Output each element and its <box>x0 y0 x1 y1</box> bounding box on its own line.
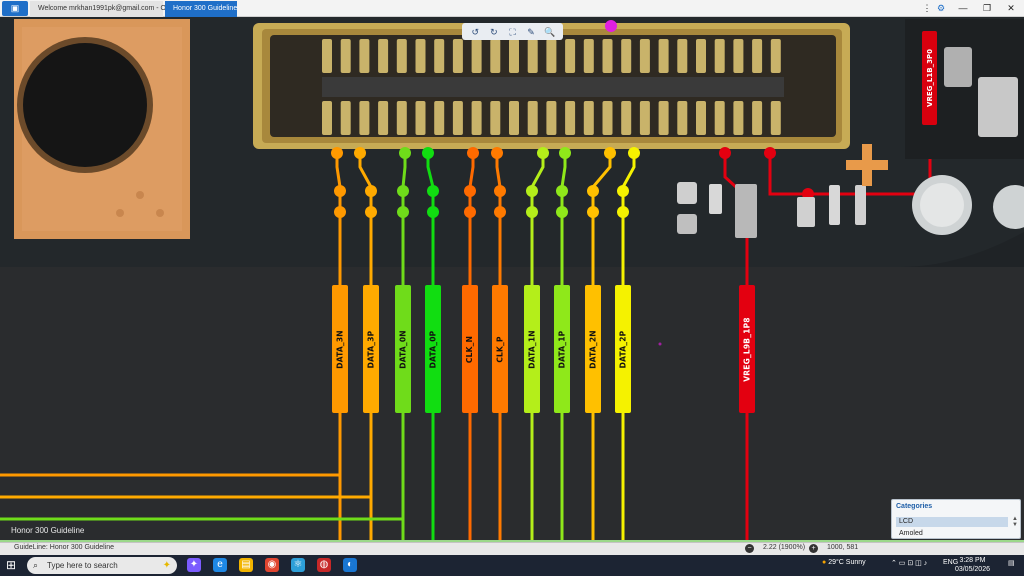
language-indicator[interactable]: ENG <box>943 559 959 566</box>
signal-label-data-0p[interactable]: DATA_0P <box>425 285 441 413</box>
signal-label-text: DATA_0P <box>428 330 438 368</box>
zoom-out-button[interactable]: − <box>745 544 754 553</box>
view-toolbar: ↺ ↻ ⛶ ✎ 🔍 <box>462 23 563 40</box>
fit-screen-icon[interactable]: ⛶ <box>509 26 516 37</box>
status-bar: GuideLine: Honor 300 Guideline − 2.22 (1… <box>0 542 1024 555</box>
signal-label-text: CLK_P <box>495 335 505 363</box>
signal-label-text: DATA_3N <box>335 329 345 369</box>
title-bar: ▣ Welcome mrkhan1991pk@gmail.com - Orion… <box>0 0 1024 17</box>
categories-panel: Categories LCD Amoled ▲▼ <box>891 499 1021 539</box>
copilot-icon[interactable]: ✦ <box>187 558 201 572</box>
react-app-icon[interactable]: ⚛ <box>291 558 305 572</box>
signal-label-data-3n[interactable]: DATA_3N <box>332 285 348 413</box>
board-image <box>0 17 1024 542</box>
copilot-sparkle-icon: ✦ <box>162 560 171 571</box>
settings-button[interactable]: ⚙ <box>936 3 946 13</box>
weather-widget[interactable]: ● 29°C Sunny <box>822 559 866 566</box>
signal-label-text: DATA_1N <box>527 329 537 369</box>
search-icon[interactable]: 🔍 <box>544 26 556 37</box>
cursor-coordinates: 1000, 581 <box>827 544 859 551</box>
category-item-amoled[interactable]: Amoled <box>899 530 923 537</box>
minimize-button[interactable]: — <box>958 3 968 13</box>
signal-label-text: VREG_L9B_1P8 <box>742 316 752 382</box>
start-button[interactable]: ⊞ <box>6 558 17 572</box>
chrome-icon[interactable]: ◉ <box>265 558 279 572</box>
file-explorer-icon[interactable]: ▤ <box>239 558 253 572</box>
board-title: Honor 300 Guideline <box>11 526 85 535</box>
signal-label-text: DATA_2P <box>618 330 628 368</box>
orion-app-icon[interactable]: ◐ <box>343 558 357 572</box>
signal-label-data-1p[interactable]: DATA_1P <box>554 285 570 413</box>
edge-browser-icon[interactable]: e <box>213 558 227 572</box>
signal-label-clk-p[interactable]: CLK_P <box>492 285 508 413</box>
app-menu-button[interactable]: ▣ <box>2 1 28 16</box>
rotate-right-icon[interactable]: ↻ <box>490 26 498 37</box>
signal-label-text: DATA_1P <box>557 330 567 368</box>
system-tray-icons[interactable]: ⌃ ▭ ⊡ ◫ ♪ <box>891 560 928 567</box>
taskbar-search-placeholder: Type here to search <box>47 561 118 570</box>
taskbar-search-input[interactable]: ⌕ Type here to search ✦ <box>27 557 177 574</box>
vreg-top-label[interactable]: VREG_L1B_3P0 <box>922 31 937 125</box>
more-menu-button[interactable]: ⋮ <box>922 3 932 13</box>
category-item-lcd[interactable]: LCD <box>896 517 1008 527</box>
weather-sun-icon: ● <box>822 559 827 566</box>
notification-icon[interactable]: ▤ <box>1008 560 1015 567</box>
guideline-status: GuideLine: Honor 300 Guideline <box>14 544 115 551</box>
close-button[interactable]: ✕ <box>1007 3 1015 13</box>
search-icon: ⌕ <box>33 560 39 570</box>
categories-scrollbar[interactable]: ▲▼ <box>1012 516 1018 528</box>
signal-label-data-3p[interactable]: DATA_3P <box>363 285 379 413</box>
signal-label-clk-n[interactable]: CLK_N <box>462 285 478 413</box>
zoom-level: 2.22 (1900%) <box>763 544 806 551</box>
tab-honor-300-guideline[interactable]: Honor 300 Guideline <box>165 1 237 17</box>
maximize-button[interactable]: ❐ <box>982 3 992 13</box>
signal-label-data-0n[interactable]: DATA_0N <box>395 285 411 413</box>
media-app-icon[interactable]: ◍ <box>317 558 331 572</box>
zoom-in-button[interactable]: + <box>809 544 818 553</box>
signal-label-data-1n[interactable]: DATA_1N <box>524 285 540 413</box>
weather-text: 29°C Sunny <box>828 559 866 566</box>
signal-label-vreg-l9b-1p8[interactable]: VREG_L9B_1P8 <box>739 285 755 413</box>
signal-label-text: DATA_0N <box>398 329 408 369</box>
tab-welcome[interactable]: Welcome mrkhan1991pk@gmail.com - Orion <box>30 1 178 17</box>
draw-tool-icon[interactable]: ✎ <box>527 26 535 37</box>
signal-label-data-2p[interactable]: DATA_2P <box>615 285 631 413</box>
signal-label-text: CLK_N <box>465 335 475 363</box>
signal-label-text: DATA_3P <box>366 330 376 368</box>
rotate-left-icon[interactable]: ↺ <box>471 26 480 37</box>
taskbar-clock[interactable]: 3:28 PM 03/05/2026 <box>955 556 990 574</box>
signal-label-text: DATA_2N <box>588 329 598 369</box>
app-menu-icon: ▣ <box>10 3 20 13</box>
clock-time: 3:28 PM <box>959 557 986 564</box>
categories-title: Categories <box>896 503 933 510</box>
windows-taskbar: ⊞ ⌕ Type here to search ✦ ✦ e ▤ ◉ ⚛ ◍ ◐ ● 29°C… <box>0 555 1024 576</box>
board-canvas[interactable]: VREG_L1B_3P0 DATA_3N DATA_3P DATA_0N DATA_0… <box>0 17 1024 542</box>
clock-date: 03/05/2026 <box>954 566 990 573</box>
signal-label-data-2n[interactable]: DATA_2N <box>585 285 601 413</box>
